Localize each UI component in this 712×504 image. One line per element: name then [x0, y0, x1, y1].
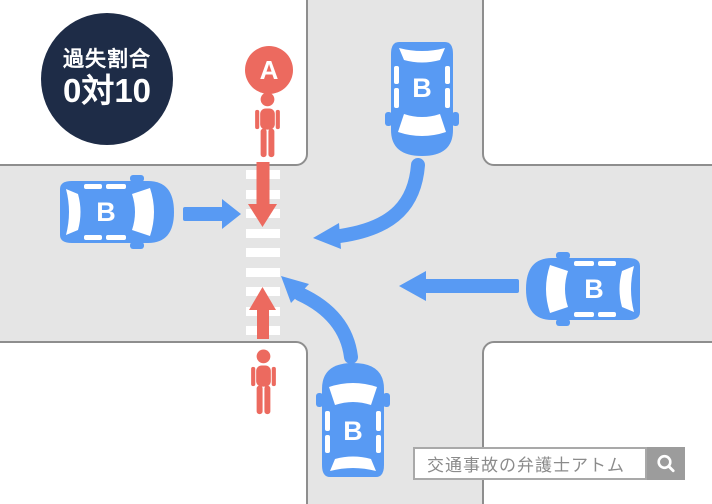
crosswalk-stripe — [246, 306, 280, 316]
car-icon: B — [385, 42, 459, 156]
pedestrian-icon — [255, 92, 280, 158]
car-icon: B — [526, 252, 640, 326]
crosswalk-stripe — [246, 228, 280, 238]
pedestrian-bottom — [247, 349, 280, 415]
car-b-bottom: B — [316, 359, 390, 479]
right-car-arrow-icon — [399, 271, 519, 301]
magnifier-icon — [657, 454, 675, 472]
crosswalk — [246, 170, 280, 346]
sidewalk-corner-bottom-left — [0, 341, 308, 504]
crosswalk-stripe — [246, 326, 280, 335]
crosswalk-stripe — [246, 170, 280, 179]
car-icon: B — [60, 175, 174, 249]
car-label: B — [412, 73, 432, 103]
crosswalk-stripe — [246, 209, 280, 218]
crosswalk-stripe — [246, 248, 280, 257]
crosswalk-stripe — [246, 287, 280, 296]
car-b-right: B — [522, 252, 642, 326]
search-button[interactable] — [647, 447, 685, 480]
search-input[interactable]: 交通事故の弁護士アトム — [413, 447, 647, 480]
car-b-left: B — [58, 175, 178, 249]
fault-ratio-value: 0対10 — [62, 72, 152, 110]
crosswalk-stripe — [246, 267, 280, 277]
left-car-arrow-icon — [183, 199, 241, 229]
pedestrian-a-top — [251, 92, 284, 158]
pedestrian-icon — [251, 349, 276, 415]
car-b-top: B — [385, 40, 459, 160]
top-car-turn-arrow-icon — [313, 158, 425, 249]
pedestrian-label-badge: A — [245, 46, 293, 94]
sidewalk-corner-top-right — [482, 0, 712, 166]
crosswalk-stripe — [246, 189, 280, 199]
search-bar: 交通事故の弁護士アトム — [413, 447, 685, 480]
car-icon: B — [316, 363, 390, 477]
car-label: B — [96, 197, 116, 227]
fault-ratio-badge: 過失割合 0対10 — [41, 13, 173, 145]
car-label: B — [584, 274, 604, 304]
car-label: B — [343, 416, 363, 446]
fault-ratio-title: 過失割合 — [63, 47, 151, 71]
